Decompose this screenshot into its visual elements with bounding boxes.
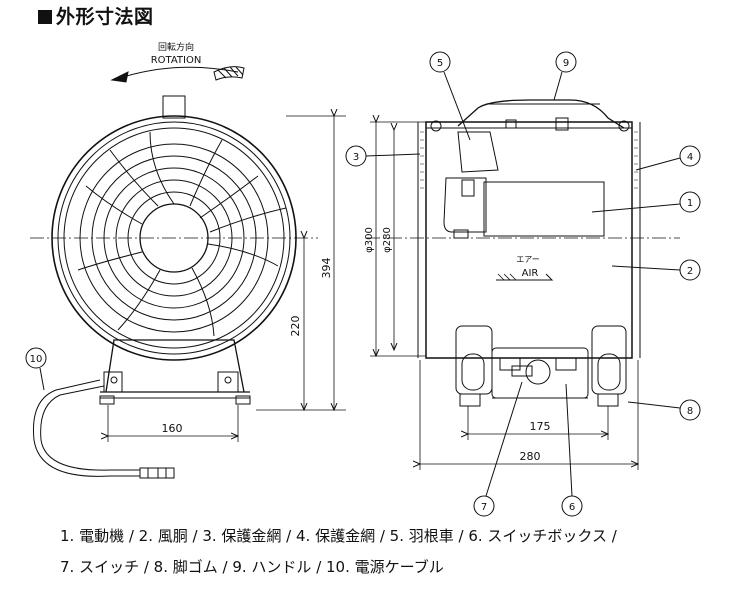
svg-text:4: 4 (687, 152, 693, 163)
side-view: エアー AIR φ300 φ280 (345, 51, 701, 517)
page-title: 外形寸法図 (38, 2, 154, 29)
svg-text:6: 6 (569, 502, 575, 513)
front-base (105, 339, 245, 393)
dim-inner-diameter: φ280 (382, 227, 393, 253)
foot-left (455, 325, 493, 395)
svg-text:8: 8 (687, 406, 693, 417)
air-label-jp: エアー (516, 255, 540, 264)
rotation-arrow (119, 66, 239, 79)
side-body (425, 121, 633, 359)
dim-outer-diameter: φ300 (364, 227, 375, 253)
callout-7 (473, 495, 495, 517)
front-view: 回転方向 ROTATION (25, 41, 346, 479)
svg-text:5: 5 (437, 58, 443, 69)
svg-text:9: 9 (563, 58, 569, 69)
callout-10 (25, 347, 47, 369)
side-handle (457, 99, 625, 129)
rotation-label-en: ROTATION (151, 55, 202, 66)
svg-text:3: 3 (353, 152, 359, 163)
callout-5 (429, 51, 451, 73)
switch-box (491, 347, 589, 399)
guard-spokes (77, 131, 287, 337)
rotation-hatch (213, 66, 245, 81)
svg-text:7: 7 (481, 502, 487, 513)
svg-text:1: 1 (687, 198, 693, 209)
front-handle (162, 95, 186, 119)
parts-caption-line-2: 7. スイッチ / 8. 脚ゴム / 9. ハンドル / 10. 電源ケーブル (60, 558, 444, 576)
square-bullet-icon (38, 10, 52, 24)
foot-right (591, 325, 627, 395)
rotation-label-jp: 回転方向 (158, 41, 194, 53)
dim-depth: 280 (520, 450, 541, 463)
callouts: 5 9 3 4 1 2 8 (345, 51, 701, 517)
parts-caption-line-1: 1. 電動機 / 2. 風胴 / 3. 保護金網 / 4. 保護金網 / 5. … (60, 527, 617, 545)
air-arrow (496, 273, 554, 281)
dim-feet-span: 175 (530, 420, 551, 433)
svg-text:10: 10 (30, 354, 43, 365)
rotation-arrow-head (110, 71, 129, 83)
callout-4 (679, 145, 701, 167)
guard-mesh (420, 131, 638, 189)
callout-8 (679, 399, 701, 421)
dim-height-center: 220 (289, 316, 302, 337)
switch-knob (525, 359, 551, 385)
air-label-en: AIR (522, 268, 539, 279)
power-cable (32, 379, 175, 479)
dim-height-total: 394 (320, 258, 333, 279)
callout-1 (679, 191, 701, 213)
impeller (457, 131, 499, 173)
callout-9 (555, 51, 577, 73)
svg-text:2: 2 (687, 266, 693, 277)
dim-base-width: 160 (162, 422, 183, 435)
motor (483, 181, 605, 237)
